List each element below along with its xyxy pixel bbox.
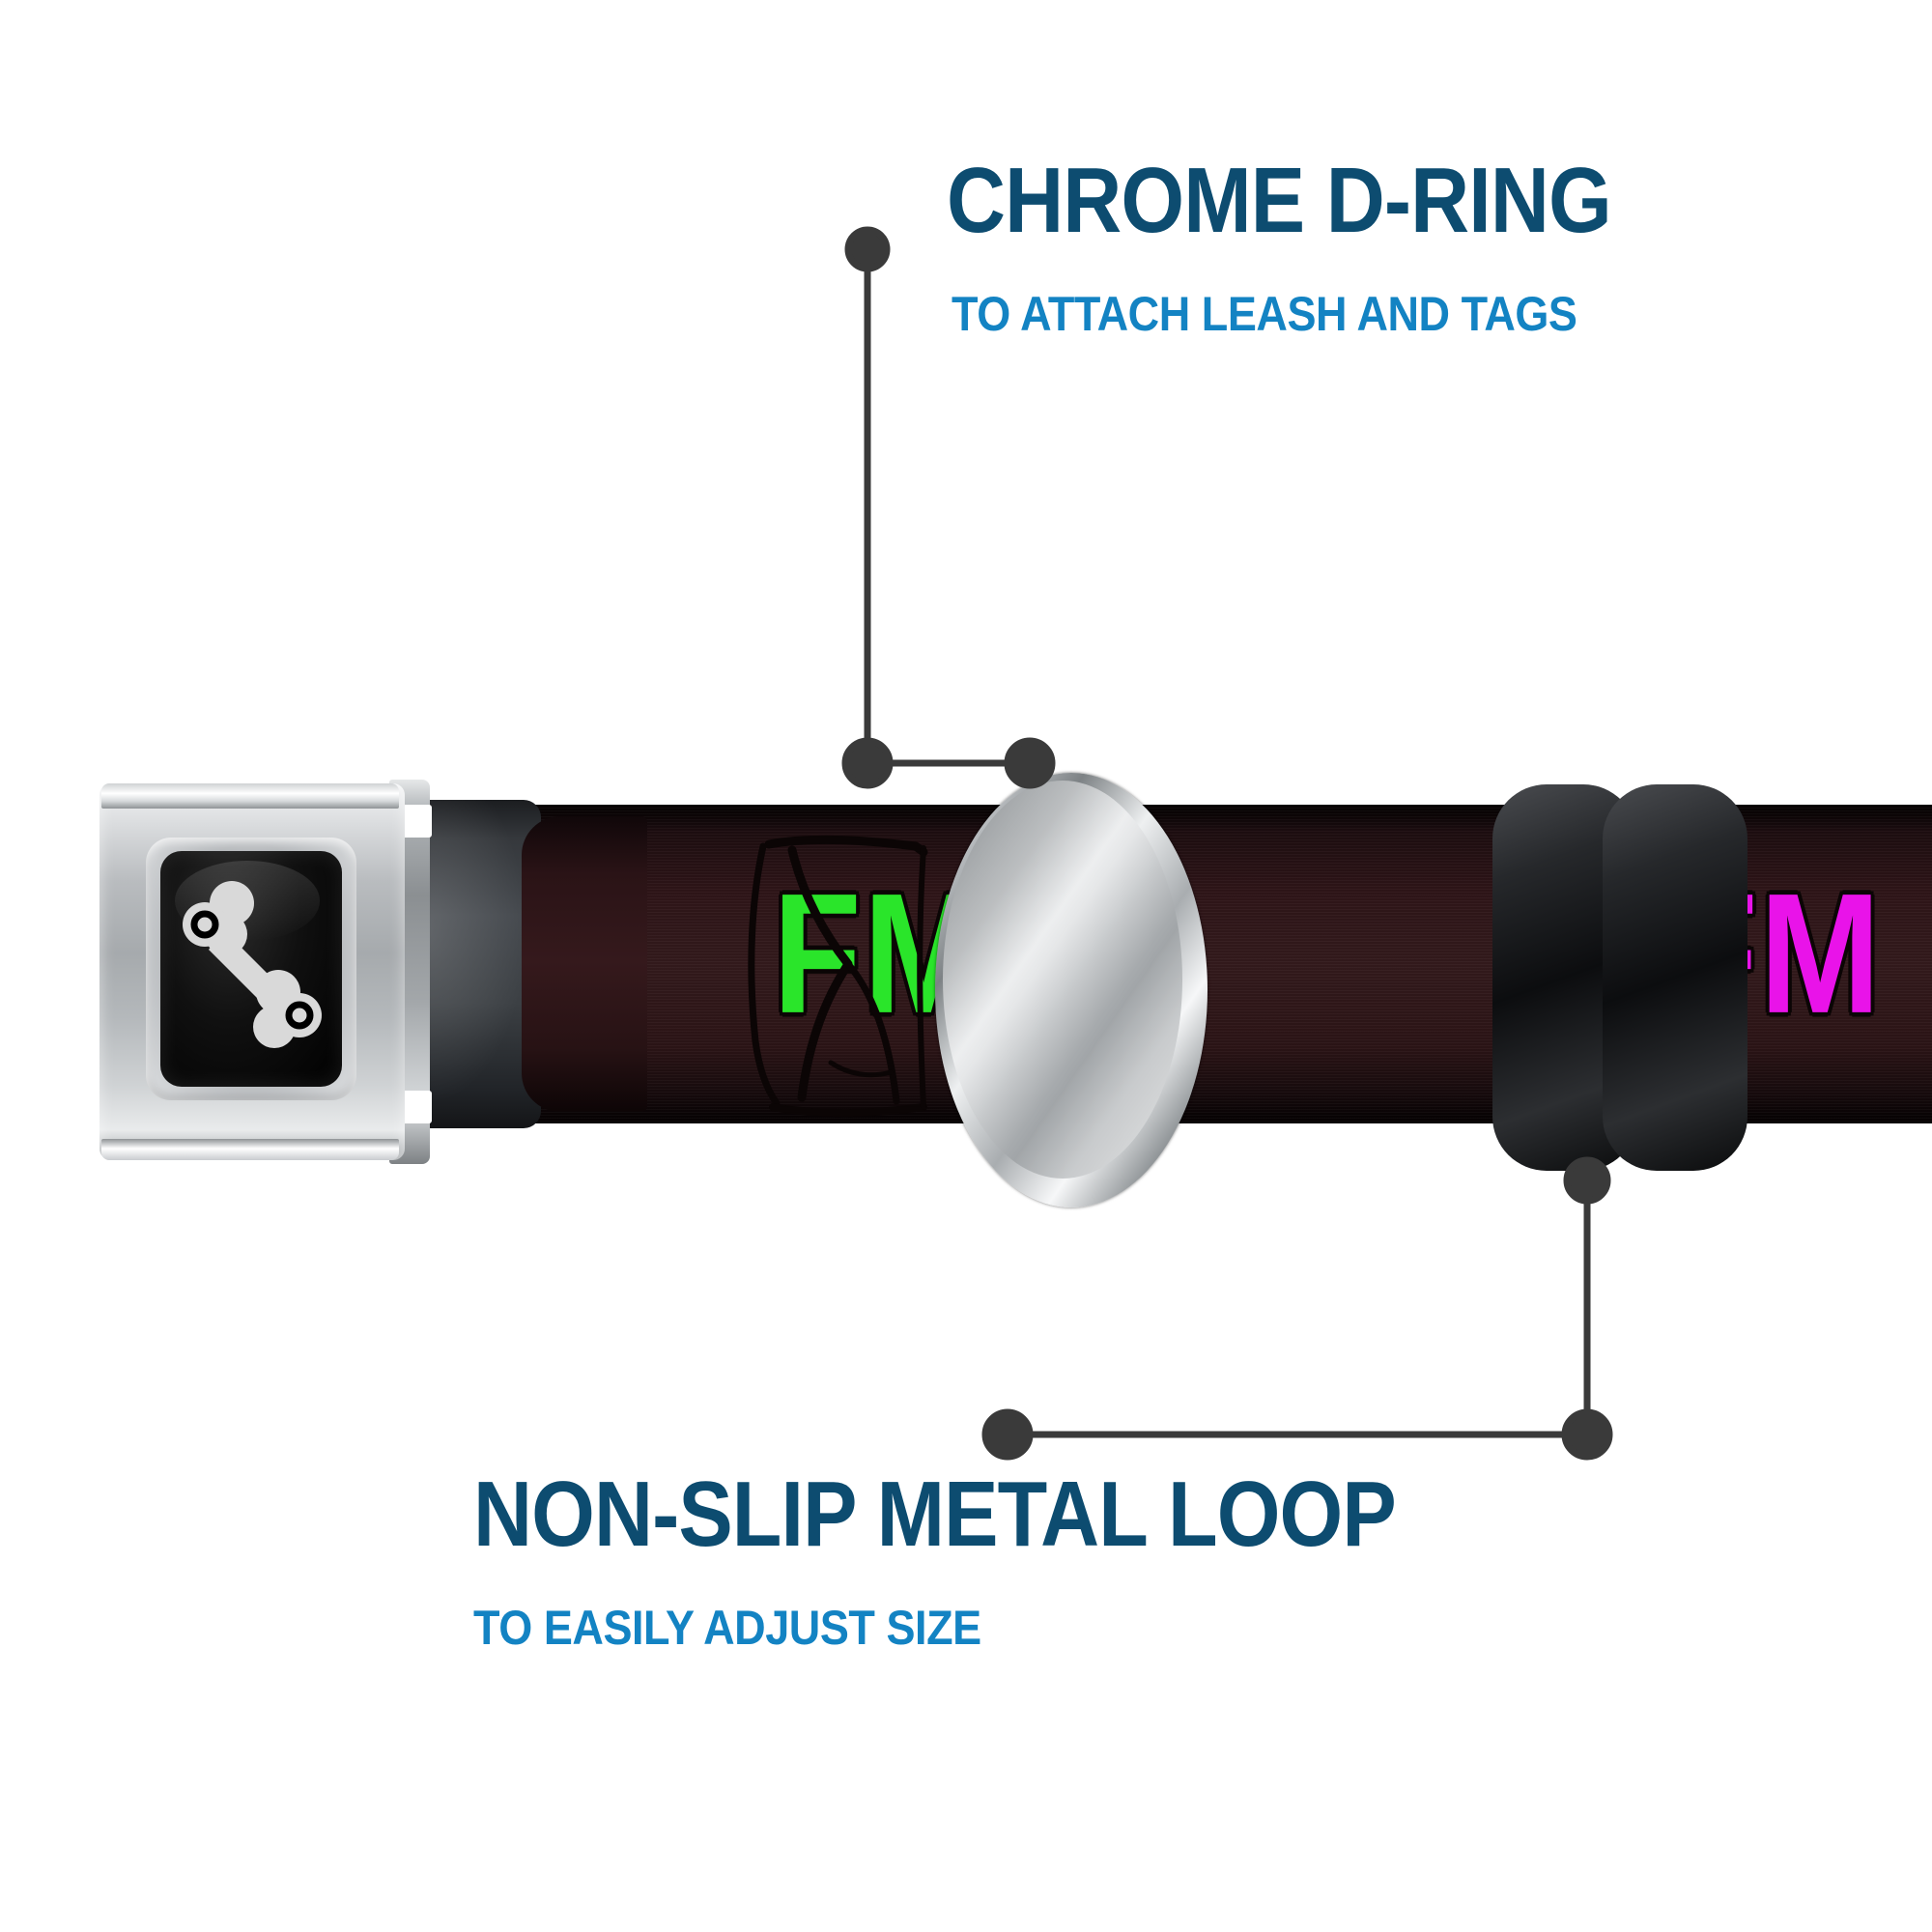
callout-subtitle-chrome-d-ring: TO ATTACH LEASH AND TAGS xyxy=(952,287,1577,341)
metal-loop-bar-right xyxy=(1603,784,1747,1171)
d-ring-inner-highlight xyxy=(943,781,1182,1179)
strap-fold xyxy=(522,816,647,1112)
callout-subtitle-non-slip-metal-loop: TO EASILY ADJUST SIZE xyxy=(473,1601,981,1655)
callout-title-chrome-d-ring: CHROME D-RING xyxy=(947,149,1612,252)
buckle-logo-plate xyxy=(160,851,342,1087)
buckle-top-lip xyxy=(101,783,399,809)
non-slip-metal-loop[interactable] xyxy=(1492,784,1732,1155)
dog-bone-icon xyxy=(183,881,322,1048)
callout-title-non-slip-metal-loop: NON-SLIP METAL LOOP xyxy=(473,1463,1397,1566)
chrome-d-ring[interactable] xyxy=(935,773,1191,1191)
metal-loop-bar-left xyxy=(1492,784,1637,1171)
seatbelt-buckle[interactable] xyxy=(99,766,432,1176)
buckle-bottom-lip xyxy=(101,1139,399,1160)
